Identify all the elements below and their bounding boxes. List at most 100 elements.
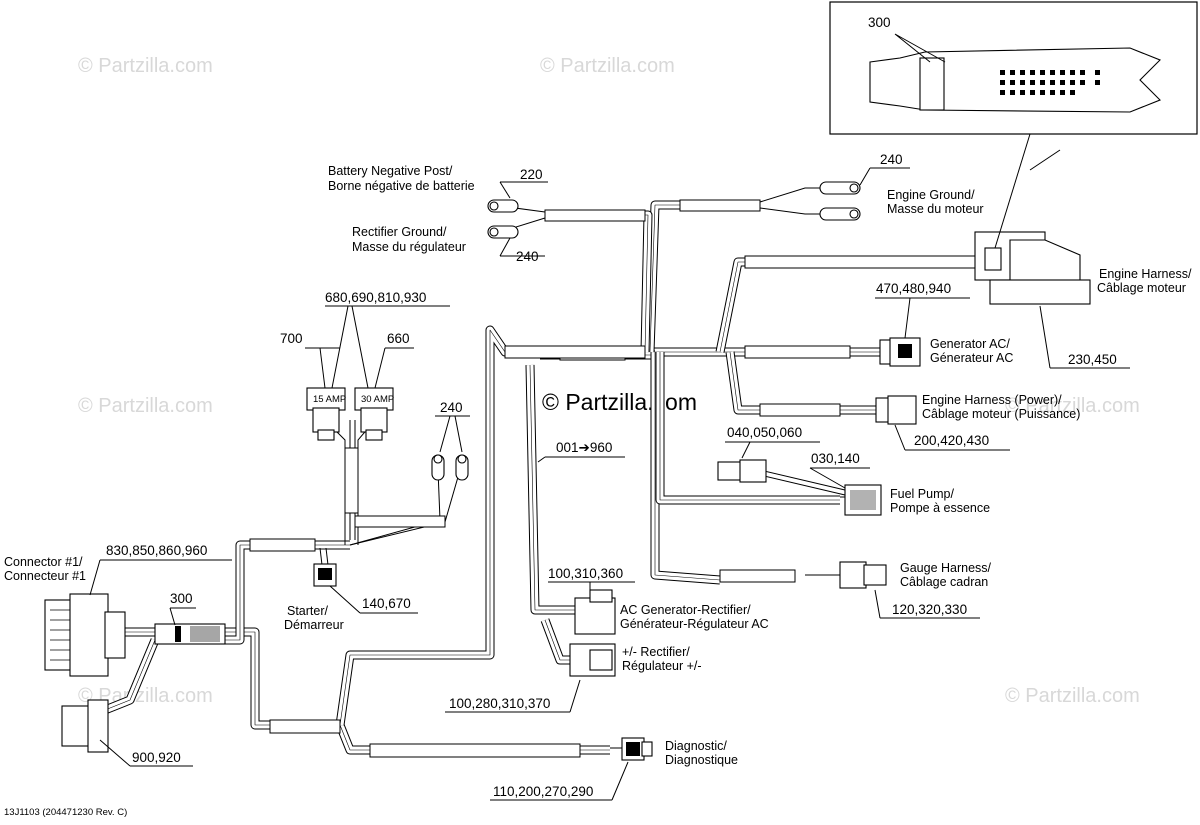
label-engine-power-2: Câblage moteur (Puissance) xyxy=(922,407,1080,421)
label-rectifier-ground-2: Masse du régulateur xyxy=(352,240,466,254)
label-battery-negative-2: Borne négative de batterie xyxy=(328,179,475,193)
connectors xyxy=(44,231,1091,761)
label-ac-gen-rect-2: Générateur-Régulateur AC xyxy=(620,617,769,631)
connector-900-920 xyxy=(61,699,109,753)
sleeve xyxy=(744,255,976,269)
sleeve xyxy=(354,515,446,528)
sleeve xyxy=(269,719,341,734)
label-connector1-2: Connecteur #1 xyxy=(4,569,86,583)
ring-terminal-engine-2 xyxy=(819,207,861,221)
connector-generator-ac xyxy=(879,337,921,367)
callout-220: 220 xyxy=(520,167,543,182)
callout-700: 700 xyxy=(280,331,303,346)
label-battery-negative-1: Battery Negative Post/ xyxy=(328,164,453,178)
callout-470: 470,480,940 xyxy=(876,281,951,296)
label-starter-2: Démarreur xyxy=(284,618,344,632)
label-ac-gen-rect-1: AC Generator-Rectifier/ xyxy=(620,603,751,617)
callout-830: 830,850,860,960 xyxy=(106,543,207,558)
ring-terminal-battery xyxy=(487,199,519,213)
label-engine-ground-2: Masse du moteur xyxy=(887,202,984,216)
watermark: © Partzilla.com xyxy=(78,55,213,77)
label-fuel-pump-2: Pompe à essence xyxy=(890,501,990,515)
watermark: © Partzilla.com xyxy=(78,395,213,417)
connector-engine-power xyxy=(875,395,917,425)
label-generator-ac-1: Generator AC/ xyxy=(930,337,1010,351)
sleeve xyxy=(249,538,316,552)
label-fuel-pump-1: Fuel Pump/ xyxy=(890,487,954,501)
labels: Battery Negative Post/ Borne négative de… xyxy=(4,164,1192,767)
callout-240-engine: 240 xyxy=(880,152,903,167)
callout-001: 001➔960 xyxy=(556,440,612,455)
fuse-holders: 15 AMP 30 AMP xyxy=(306,387,394,441)
connector-ac-gen-rect xyxy=(574,589,616,635)
connector-gauge xyxy=(839,561,887,589)
sleeve xyxy=(744,345,851,359)
callout-680: 680,690,810,930 xyxy=(325,290,426,305)
callout-240-rectifier: 240 xyxy=(516,249,539,264)
label-gauge-harness-1: Gauge Harness/ xyxy=(900,561,992,575)
sleeve xyxy=(719,569,796,583)
connector-300-main xyxy=(154,623,226,645)
callout-100a: 100,310,360 xyxy=(548,566,623,581)
engine-harness-block xyxy=(974,231,1091,305)
ring-terminal-engine-1 xyxy=(819,181,861,195)
label-engine-harness-1: Engine Harness/ xyxy=(1099,267,1192,281)
ring-terminals xyxy=(431,181,861,481)
watermark-main: © Partzilla.com xyxy=(542,389,697,415)
label-engine-power-1: Engine Harness (Power)/ xyxy=(922,393,1062,407)
callout-120: 120,320,330 xyxy=(892,602,967,617)
callout-240-starter: 240 xyxy=(440,400,463,415)
callout-200: 200,420,430 xyxy=(914,433,989,448)
sleeves xyxy=(249,199,976,758)
fuse-30-label: 30 AMP xyxy=(361,394,394,405)
label-rectifier-ground-1: Rectifier Ground/ xyxy=(352,225,447,239)
callout-110: 110,200,270,290 xyxy=(493,784,593,799)
connector-starter xyxy=(313,563,337,587)
callout-100b: 100,280,310,370 xyxy=(449,696,550,711)
callout-660: 660 xyxy=(387,331,410,346)
fuse-holder-30: 30 AMP xyxy=(354,387,394,441)
leader-lines xyxy=(89,33,1130,801)
label-gauge-harness-2: Câblage cadran xyxy=(900,575,988,589)
ring-terminal-starter-2 xyxy=(455,454,469,481)
sleeve xyxy=(759,403,841,417)
diagram-code: 13J1103 (204471230 Rev. C) xyxy=(4,807,127,818)
callout-300-main: 300 xyxy=(170,591,193,606)
sleeve xyxy=(679,199,761,212)
connector-1 xyxy=(44,593,126,677)
callout-900: 900,920 xyxy=(132,750,181,765)
inset-detail xyxy=(829,1,1198,249)
label-engine-ground-1: Engine Ground/ xyxy=(887,188,975,202)
callout-230: 230,450 xyxy=(1068,352,1117,367)
label-starter-1: Starter/ xyxy=(287,604,329,618)
label-diagnostic-2: Diagnostique xyxy=(665,753,738,767)
ring-terminal-rectifier xyxy=(487,225,519,239)
watermark: © Partzilla.com xyxy=(1005,395,1140,417)
connector-040 xyxy=(717,459,767,483)
connector-fuel-pump xyxy=(844,484,882,516)
label-engine-harness-2: Câblage moteur xyxy=(1097,281,1186,295)
sleeve xyxy=(369,743,581,758)
label-connector1-1: Connector #1/ xyxy=(4,555,83,569)
ring-terminal-starter-1 xyxy=(431,454,445,481)
callout-040: 040,050,060 xyxy=(727,425,802,440)
inset-pin-grid xyxy=(1000,70,1100,95)
label-generator-ac-2: Génerateur AC xyxy=(930,351,1013,365)
fuse-holder-15: 15 AMP xyxy=(306,387,346,441)
sleeve xyxy=(544,209,646,222)
harness-bundles xyxy=(98,200,975,755)
callout-140: 140,670 xyxy=(362,596,411,611)
connector-rectifier-pm xyxy=(569,643,616,677)
connector-diagnostic xyxy=(621,737,653,761)
label-rectifier-pm-2: Régulateur +/- xyxy=(622,659,702,673)
watermark: © Partzilla.com xyxy=(540,55,675,77)
watermarks: © Partzilla.com © Partzilla.com © Partzi… xyxy=(78,55,1140,707)
sleeve xyxy=(344,447,359,514)
label-diagnostic-1: Diagnostic/ xyxy=(665,739,727,753)
callout-030: 030,140 xyxy=(811,451,860,466)
callout-numbers: 220 240 240 300 700 680,690,810,930 660 … xyxy=(106,15,1117,799)
watermark: © Partzilla.com xyxy=(1005,685,1140,707)
callout-300-inset: 300 xyxy=(868,15,891,30)
watermark: © Partzilla.com xyxy=(78,685,213,707)
